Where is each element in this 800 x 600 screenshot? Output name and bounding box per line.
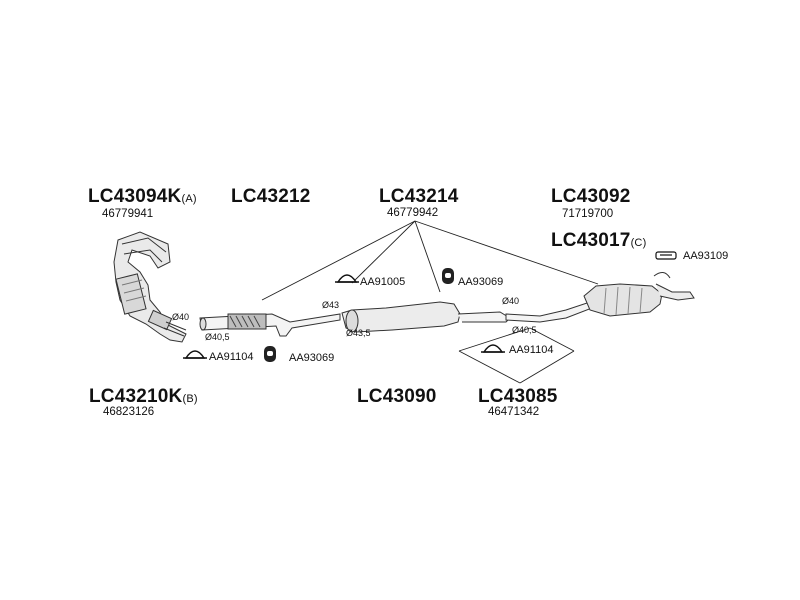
lower-front-ref: 46823126: [103, 406, 155, 418]
manifold-catalyst: [113, 231, 187, 343]
manifold-ref: 46779941: [102, 208, 154, 220]
clamp-icon-mid: [481, 344, 505, 353]
clamp-mid-label: AA91104: [509, 344, 554, 356]
clamp-icon-front: [183, 350, 207, 359]
rear-muffler-ref: 71719700: [562, 208, 614, 220]
tail-bracket-label: AA93109: [683, 250, 729, 262]
dim-40-a: Ø40: [172, 312, 190, 322]
center-assembly-ref: 46779942: [387, 207, 439, 219]
hanger-icon-front: [264, 346, 276, 362]
middle-pipe-ref: 46471342: [488, 406, 540, 418]
center-assembly-code: LC43214: [379, 186, 459, 207]
lower-front-code: LC43210K(B): [89, 386, 198, 407]
hanger-icon-center: [442, 268, 454, 284]
dim-43-5: Ø43,5: [346, 328, 371, 338]
middle-pipe-code: LC43085: [478, 386, 558, 407]
dim-43: Ø43: [322, 300, 340, 310]
dim-40-b: Ø40: [502, 296, 520, 306]
front-pipe: [199, 313, 341, 337]
clamp-center-label: AA91005: [360, 276, 406, 288]
rear-muffler: [583, 272, 695, 317]
tail-tip-code: LC43017(C): [551, 230, 647, 251]
front-pipe-code: LC43212: [231, 186, 311, 207]
middle-muffler: [341, 301, 511, 333]
leader-lines: [261, 220, 599, 384]
dim-40-5-b: Ø40,5: [512, 325, 537, 335]
dim-40-5-a: Ø40,5: [205, 332, 230, 342]
middle-muffler-code: LC43090: [357, 386, 437, 407]
rear-muffler-code: LC43092: [551, 186, 631, 207]
clamp-icon-center: [335, 274, 359, 283]
bracket-icon-tail: [655, 251, 677, 260]
hanger-center-label: AA93069: [458, 276, 504, 288]
clamp-front-label: AA91104: [209, 351, 254, 363]
hanger-front-label: AA93069: [289, 352, 335, 364]
manifold-code: LC43094K(A): [88, 186, 197, 207]
